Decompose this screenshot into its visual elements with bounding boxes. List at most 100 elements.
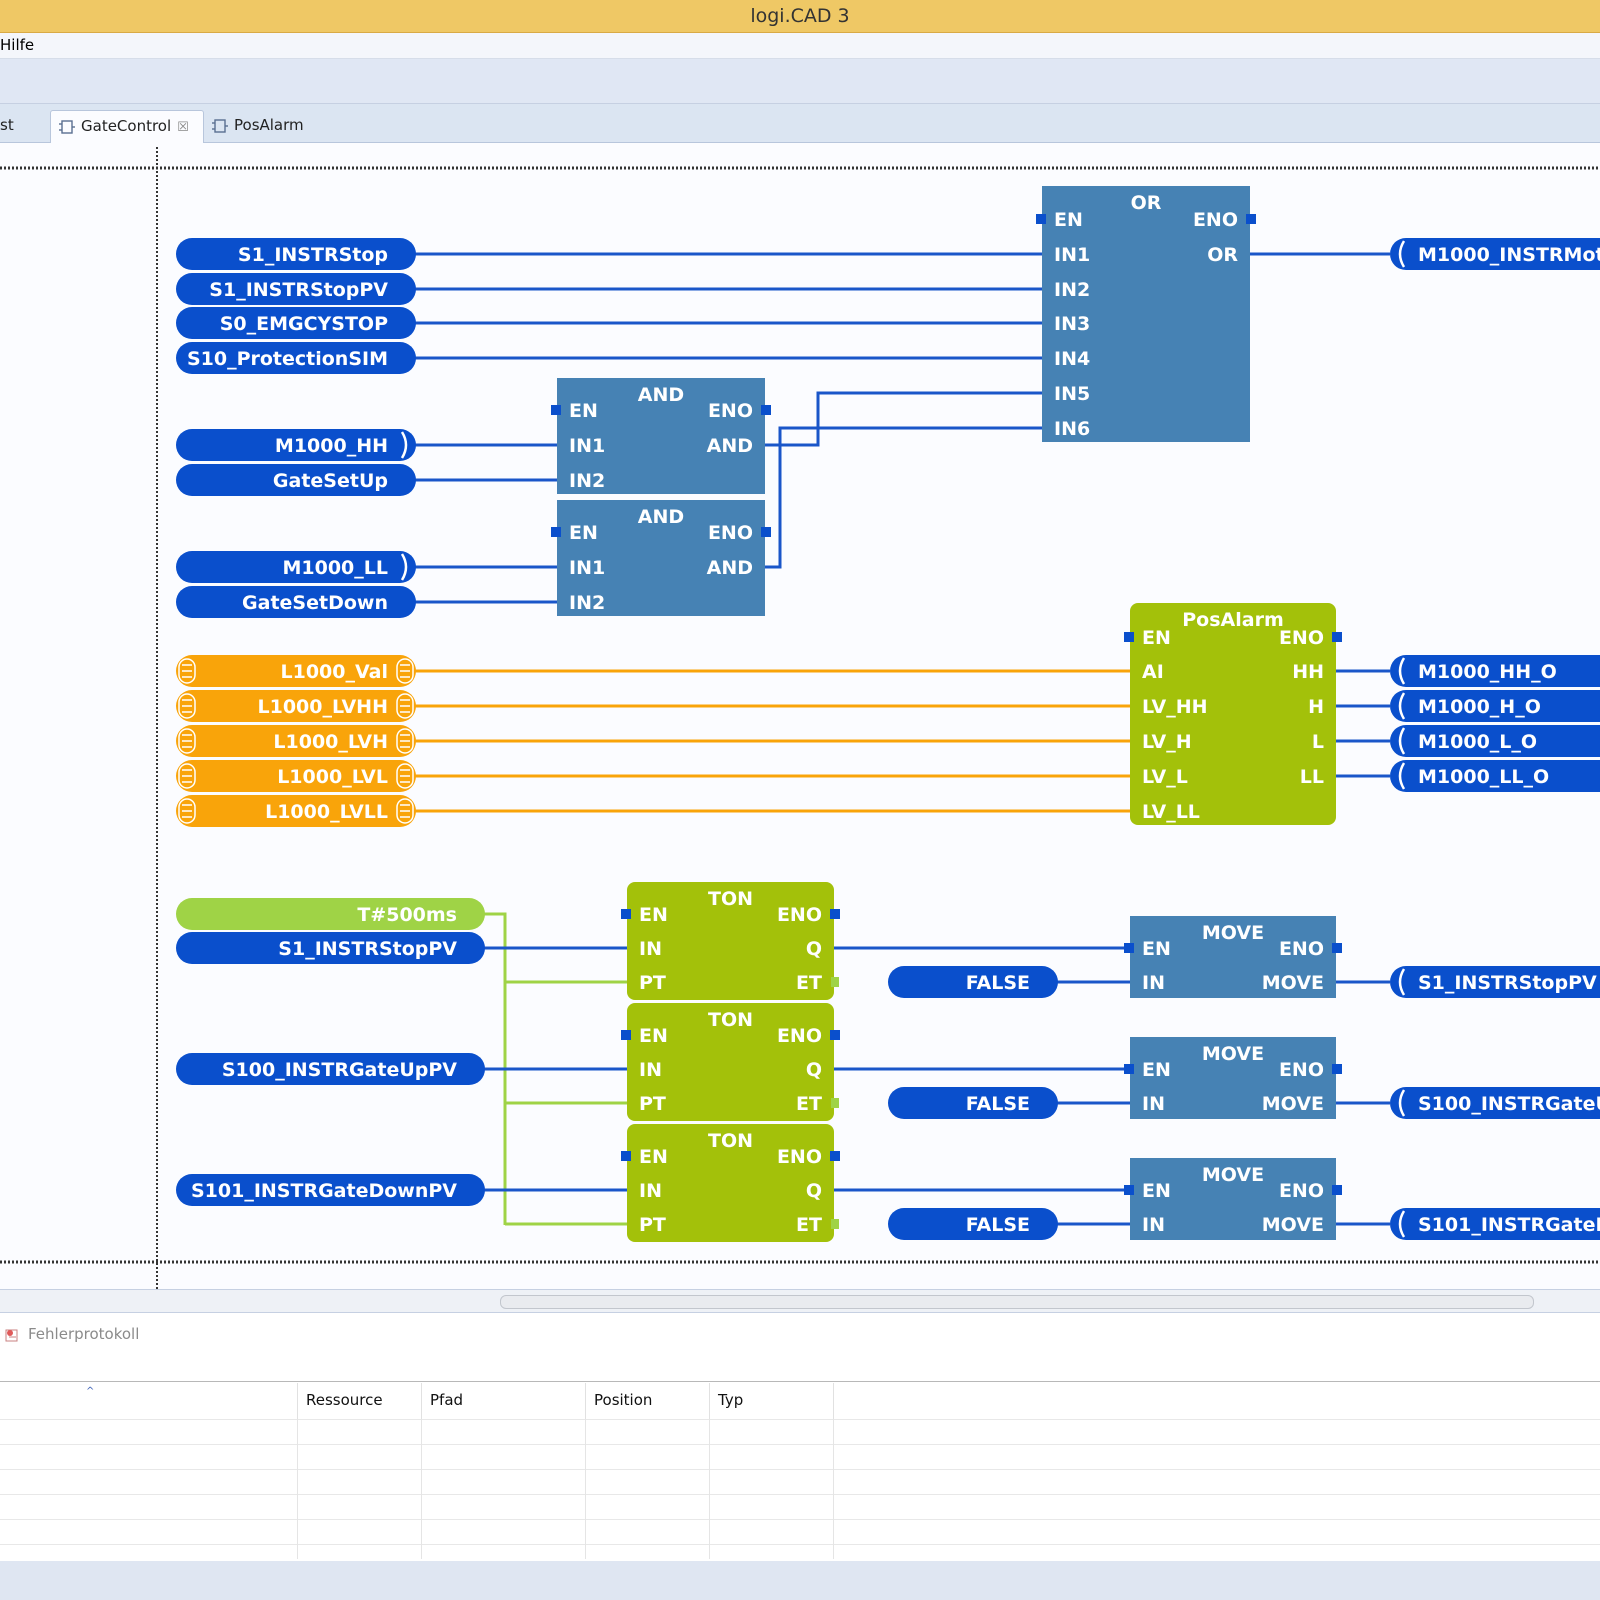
analog-variable[interactable]: L1000_LVHH — [176, 690, 416, 722]
pin-label: IN2 — [1054, 279, 1090, 301]
pin-label: IN — [639, 938, 662, 960]
analog-variable[interactable]: L1000_Val — [176, 655, 416, 687]
bool-variable[interactable]: S1_INSTRStop — [176, 238, 416, 270]
panel-title[interactable]: Fehlerprotokoll — [28, 1325, 140, 1343]
tab-posalarm[interactable]: PosAlarm — [204, 110, 344, 142]
en-pin[interactable] — [1036, 214, 1046, 224]
analog-variable[interactable]: L1000_LVH — [176, 725, 416, 757]
pin-label: ENO — [1279, 1180, 1324, 1202]
en-pin[interactable] — [621, 1151, 631, 1161]
block-type-label: OR — [1131, 192, 1162, 214]
bool-variable[interactable]: S100_INSTRGateUp — [1390, 1087, 1600, 1119]
input-marker — [400, 431, 408, 459]
eno-pin[interactable] — [830, 1030, 840, 1040]
column-header-description[interactable]: ^ — [0, 1383, 298, 1419]
bool-variable[interactable]: S1_INSTRStopPV — [1390, 966, 1600, 998]
eno-pin[interactable] — [830, 909, 840, 919]
bool-variable[interactable]: GateSetDown — [176, 586, 416, 618]
analog-variable[interactable]: L1000_LVLL — [176, 795, 416, 827]
eno-pin[interactable] — [1332, 1064, 1342, 1074]
bool-variable[interactable]: FALSE — [888, 1208, 1058, 1240]
pin-label: IN2 — [569, 470, 605, 492]
tab-gatecontrol[interactable]: GateControl☒ — [50, 110, 204, 143]
eno-pin[interactable] — [761, 405, 771, 415]
menu-item-hilfe[interactable]: Hilfe — [0, 36, 35, 54]
pin-label: EN — [639, 904, 668, 926]
en-pin[interactable] — [1124, 1064, 1134, 1074]
bool-variable[interactable]: S1_INSTRStopPV — [176, 273, 416, 305]
tab-st[interactable]: st — [0, 110, 48, 142]
eno-pin[interactable] — [1332, 943, 1342, 953]
column-header-pfad[interactable]: Pfad — [422, 1383, 586, 1419]
scrollbar-thumb[interactable] — [500, 1295, 1534, 1309]
en-pin[interactable] — [1124, 632, 1134, 642]
variable-label: L1000_LVHH — [258, 696, 389, 718]
eno-pin[interactable] — [1332, 1185, 1342, 1195]
column-header-position[interactable]: Position — [586, 1383, 710, 1419]
horizontal-scrollbar[interactable] — [0, 1290, 1600, 1313]
bool-variable[interactable]: FALSE — [888, 1087, 1058, 1119]
bool-variable[interactable]: M1000_LL_O — [1390, 760, 1600, 792]
en-pin[interactable] — [1124, 1185, 1134, 1195]
et-pin[interactable] — [831, 1098, 839, 1108]
pin-label: LV_L — [1142, 766, 1188, 788]
bool-variable[interactable]: S101_INSTRGateDo — [1390, 1208, 1600, 1240]
eno-pin[interactable] — [761, 527, 771, 537]
pin-label: ENO — [1193, 209, 1238, 231]
bool-variable[interactable]: M1000_INSTRMoto — [1390, 238, 1600, 270]
bool-variable[interactable]: S1_INSTRStopPV — [176, 932, 485, 964]
block-body — [1130, 1037, 1336, 1119]
en-pin[interactable] — [621, 1030, 631, 1040]
variable-label: S101_INSTRGateDo — [1418, 1214, 1600, 1236]
et-pin[interactable] — [831, 1219, 839, 1229]
bool-variable[interactable]: M1000_L_O — [1390, 725, 1600, 757]
analog-variable[interactable]: L1000_LVL — [176, 760, 416, 792]
output-marker — [1398, 240, 1406, 268]
pin-label: ENO — [777, 904, 822, 926]
bool-variable[interactable]: FALSE — [888, 966, 1058, 998]
bool-variable[interactable]: GateSetUp — [176, 464, 416, 496]
bool-variable[interactable]: M1000_HH_O — [1390, 655, 1600, 687]
column-header-typ[interactable]: Typ — [710, 1383, 834, 1419]
en-pin[interactable] — [551, 527, 561, 537]
eno-pin[interactable] — [1332, 632, 1342, 642]
eno-pin[interactable] — [830, 1151, 840, 1161]
block-type-label: PosAlarm — [1182, 609, 1284, 631]
error-log-icon — [5, 1329, 18, 1342]
bool-variable[interactable]: M1000_H_O — [1390, 690, 1600, 722]
eno-pin[interactable] — [1246, 214, 1256, 224]
en-pin[interactable] — [551, 405, 561, 415]
et-pin[interactable] — [831, 977, 839, 987]
bool-variable[interactable]: S100_INSTRGateUpPV — [176, 1053, 485, 1085]
bool-variable[interactable]: S10_ProtectionSIM — [176, 342, 416, 374]
close-icon[interactable]: ☒ — [177, 120, 189, 135]
bool-variable[interactable]: S101_INSTRGateDownPV — [176, 1174, 485, 1206]
pin-label: EN — [639, 1146, 668, 1168]
bool-variable[interactable]: M1000_LL — [176, 551, 416, 583]
en-pin[interactable] — [1124, 943, 1134, 953]
analog-end-icon — [396, 798, 414, 824]
bool-variable[interactable]: M1000_HH — [176, 429, 416, 461]
variable-label: L1000_LVLL — [265, 801, 388, 823]
block-body — [1130, 1158, 1336, 1240]
column-header-ressource[interactable]: Ressource — [298, 1383, 422, 1419]
block-body — [1130, 603, 1336, 825]
time-constant[interactable]: T#500ms — [176, 898, 485, 930]
divider — [0, 1381, 1600, 1382]
variable-pill — [1390, 655, 1600, 687]
table-row — [0, 1544, 1600, 1545]
bool-variable[interactable]: S0_EMGCYSTOP — [176, 307, 416, 339]
en-pin[interactable] — [621, 909, 631, 919]
